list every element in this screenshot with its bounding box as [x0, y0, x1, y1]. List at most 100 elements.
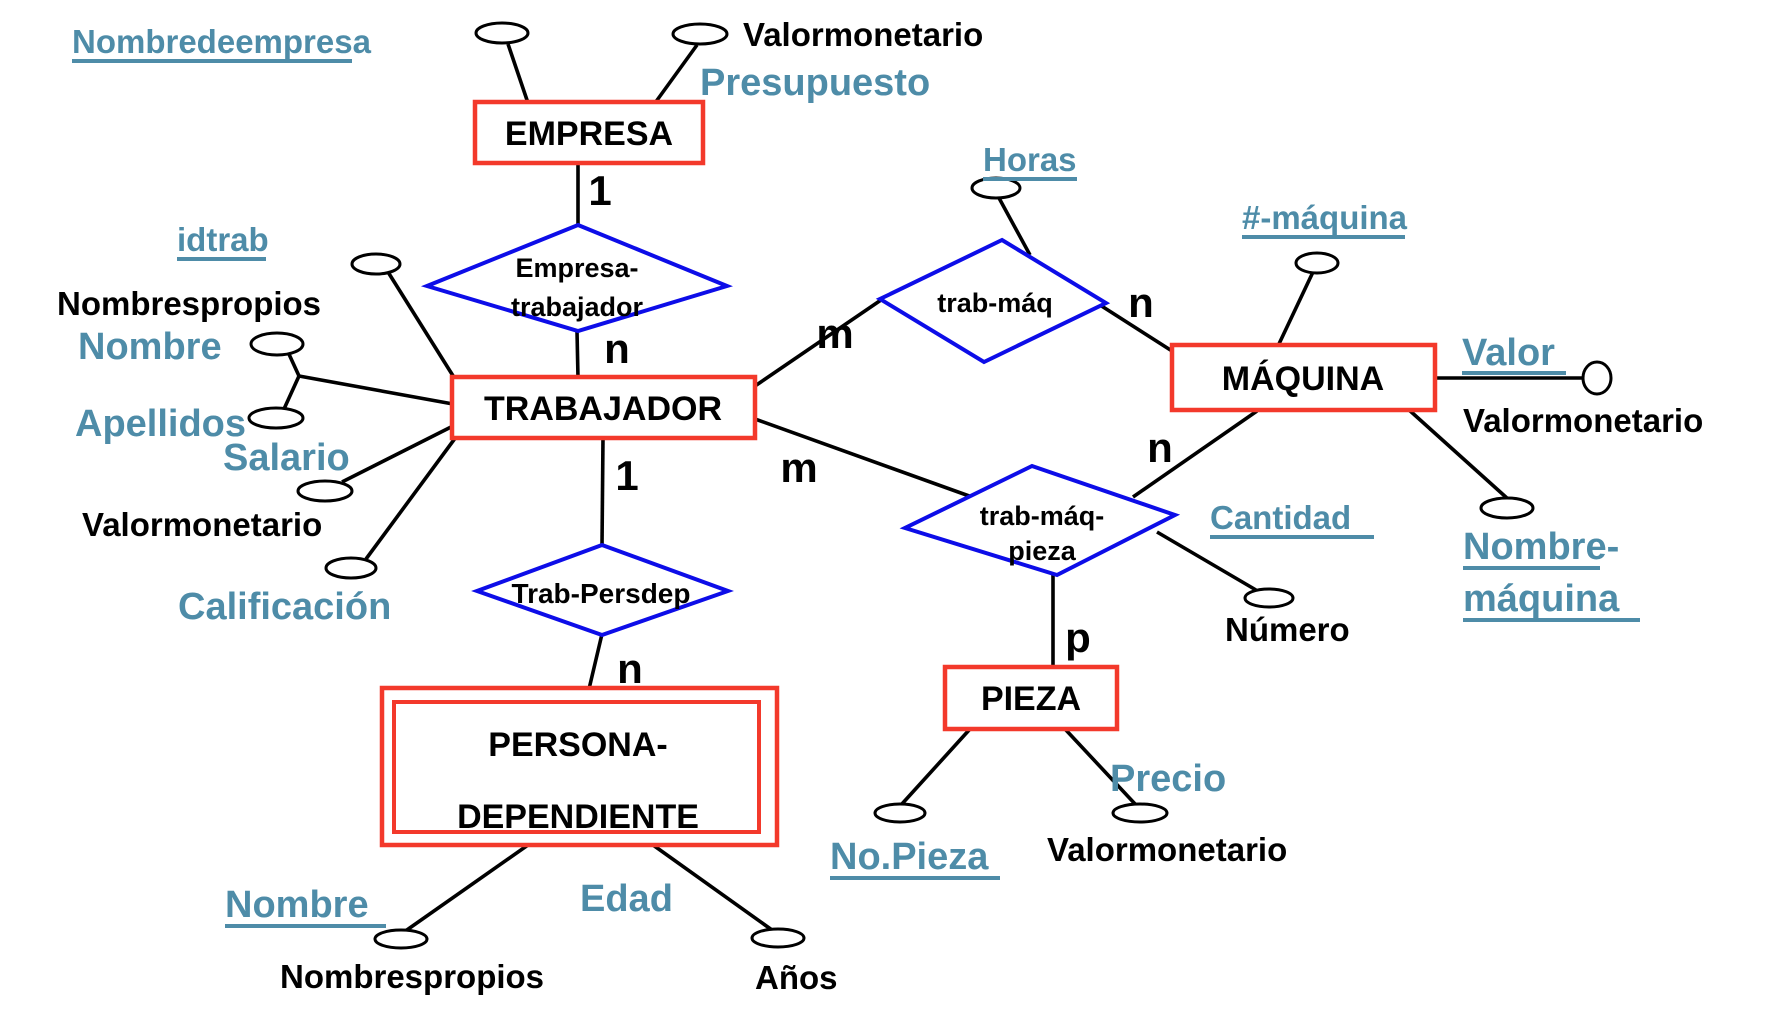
nombredeempresa-label: Nombredeempresa — [72, 23, 372, 60]
apellidos-label: Apellidos — [75, 403, 246, 445]
empresa-trabajador-diamond — [420, 222, 733, 334]
trabajador-box — [449, 374, 758, 441]
nombrespropios-persona-label: Nombrespropios — [280, 958, 544, 995]
presupuesto-label: Presupuesto — [700, 62, 930, 104]
precio-label: Precio — [1110, 758, 1226, 800]
pieza-label: PIEZA — [981, 680, 1081, 718]
idtrab-label: idtrab — [177, 221, 269, 258]
cardinality-pieza-p: p — [1065, 614, 1091, 661]
line-horas-trabmaq — [997, 197, 1032, 256]
cardinality-trabajador-m-pieza: m — [780, 444, 817, 491]
numero-label: Número — [1225, 611, 1350, 648]
valormonetario-trabajador-label: Valormonetario — [82, 506, 322, 543]
line-fork-apellidos — [282, 375, 301, 410]
line-trabpersdep-persona — [587, 633, 604, 690]
valormonetario-pieza-label: Valormonetario — [1047, 831, 1287, 868]
trabajador-label: TRABAJADOR — [484, 390, 722, 428]
valor-ellipse — [1581, 360, 1613, 396]
line-idtrab-trabajador — [386, 271, 457, 380]
entity-empresa: EMPRESA — [472, 99, 706, 166]
num-maquina-ellipse — [1294, 251, 1340, 275]
anos-label: Años — [755, 959, 838, 996]
line-persona-nombre — [402, 843, 530, 934]
persona-dependiente-label-line2: DEPENDIENTE — [457, 798, 699, 836]
entity-persona-dependiente: PERSONA- DEPENDIENTE — [379, 685, 780, 848]
nombredeempresa-ellipse — [474, 21, 530, 45]
nombre-maquina-label-line1: Nombre- — [1463, 526, 1619, 568]
line-nombredeempresa-empresa — [506, 43, 530, 104]
cardinality-persdep-n: n — [617, 645, 643, 692]
cardinality-maquina-n: n — [1128, 279, 1154, 326]
nombrespropios-trabajador-label: Nombrespropios — [57, 285, 321, 322]
no-pieza-ellipse — [873, 802, 927, 824]
valormonetario-maquina-label: Valormonetario — [1463, 402, 1703, 439]
empresa-box — [472, 99, 706, 166]
precio-ellipse — [1111, 802, 1169, 824]
pieza-box — [942, 664, 1120, 732]
maquina-box — [1169, 342, 1438, 413]
persona-dependiente-label-line1: PERSONA- — [488, 726, 667, 764]
cardinality-empresa-1: 1 — [588, 167, 611, 214]
empresa-label: EMPRESA — [505, 115, 673, 153]
line-maquina-nombremaquina — [1406, 407, 1510, 501]
line-fork-trabajador — [298, 374, 454, 406]
key-underlines — [72, 59, 1640, 928]
entity-pieza: PIEZA — [942, 664, 1120, 732]
cardinality-trabajador-1-persdep: 1 — [615, 452, 638, 499]
attribute-labels: Nombredeempresa Valormonetario Presupues… — [57, 16, 1703, 996]
trab-maq-pieza-label-line1: trab-máq- — [980, 501, 1105, 531]
line-trabmaqpieza-numero — [1156, 530, 1257, 592]
horas-label: Horas — [983, 141, 1077, 178]
trab-maq-label: trab-máq — [937, 288, 1053, 318]
cardinality-maquina-n-pieza: n — [1147, 424, 1173, 471]
nombre-persona-ellipse — [373, 928, 429, 950]
calificacion-label: Calificación — [178, 586, 391, 628]
trab-maq-pieza-label-line2: pieza — [1008, 536, 1077, 566]
apellidos-ellipse — [247, 406, 305, 430]
no-pieza-label: No.Pieza — [830, 836, 989, 878]
anos-ellipse — [750, 927, 806, 949]
valor-label: Valor — [1462, 332, 1555, 374]
relationship-empresa-trabajador: Empresa- trabajador — [420, 222, 733, 334]
edad-label: Edad — [580, 878, 673, 920]
line-trabmaq-maquina — [1099, 303, 1173, 353]
idtrab-ellipse — [350, 252, 402, 276]
valormonetario-empresa-label: Valormonetario — [743, 16, 983, 53]
line-nombre-fork — [286, 351, 301, 377]
cardinality-trabajador-n: n — [604, 325, 630, 372]
cardinality-trabajador-m-maquina: m — [816, 310, 853, 357]
line-calificacion-trabajador — [364, 435, 458, 561]
connectors — [282, 43, 1584, 934]
entity-maquina: MÁQUINA — [1169, 342, 1438, 413]
relationship-trab-maq: trab-máq — [875, 237, 1111, 365]
numero-ellipse — [1243, 587, 1295, 609]
trab-maq-diamond — [875, 237, 1111, 365]
empresa-trabajador-label-line1: Empresa- — [515, 253, 638, 283]
line-pieza-nopieza — [899, 727, 972, 807]
empresa-trabajador-label-line2: trabajador — [511, 292, 644, 322]
calificacion-ellipse — [324, 556, 378, 580]
line-salario-trabajador — [341, 424, 454, 484]
line-maquina-trabmaqpieza — [1131, 409, 1259, 499]
line-trabajador-trabmaq — [753, 298, 883, 388]
num-maquina-label: #-máquina — [1242, 199, 1408, 236]
nombre-trabajador-label: Nombre — [78, 326, 222, 368]
salario-label: Salario — [223, 437, 350, 479]
maquina-label: MÁQUINA — [1222, 360, 1384, 398]
line-trabajador-trabmaqpieza — [754, 417, 973, 499]
line-empresatrabajador-trabajador — [575, 330, 580, 379]
nombre-maquina-label-line2: máquina — [1463, 578, 1620, 620]
line-nummaquina-maquina — [1276, 271, 1315, 347]
trab-maq-pieza-diamond — [899, 463, 1181, 578]
nombre-trabajador-ellipse — [249, 331, 305, 357]
trab-persdep-label: Trab-Persdep — [512, 578, 691, 609]
relationship-trab-persdep: Trab-Persdep — [471, 542, 734, 638]
presupuesto-ellipse — [671, 22, 729, 46]
attribute-ellipses — [247, 21, 1613, 950]
line-trabajador-trabpersdep — [600, 437, 605, 547]
nombre-maquina-ellipse — [1479, 496, 1535, 520]
entity-trabajador: TRABAJADOR — [449, 374, 758, 441]
line-presupuesto-empresa — [653, 43, 699, 105]
cantidad-label: Cantidad — [1210, 499, 1351, 536]
